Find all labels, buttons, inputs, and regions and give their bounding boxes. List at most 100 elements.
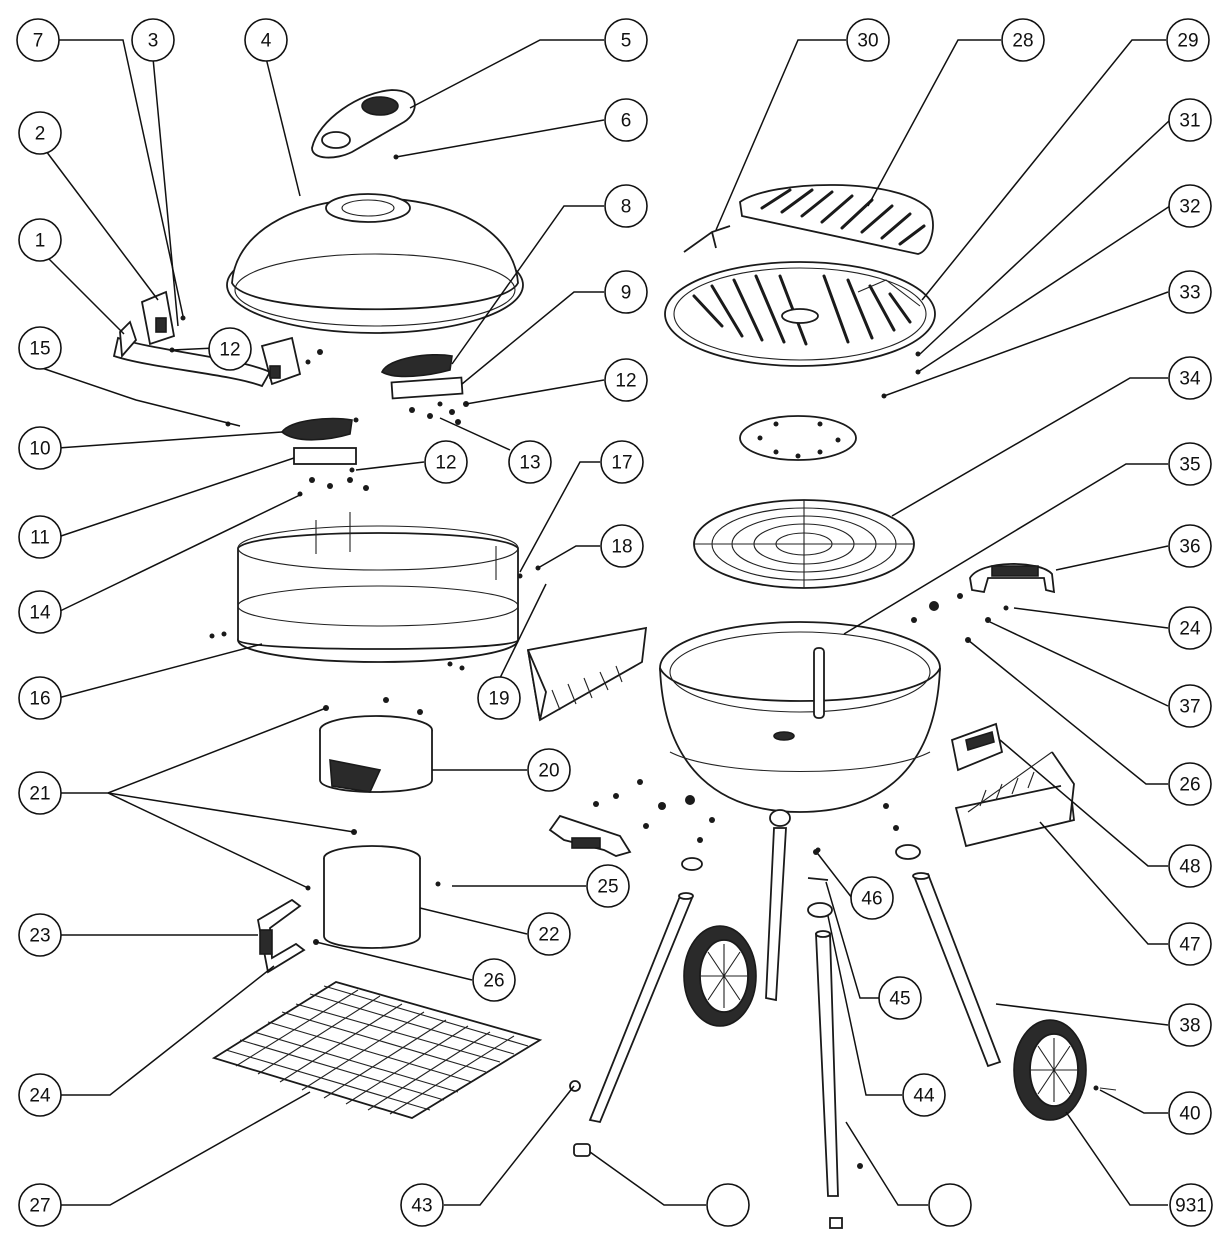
bottom-wire-rack [211, 981, 543, 1119]
callout-blank2 [928, 1183, 972, 1227]
callout-29: 29 [1166, 18, 1210, 62]
callout-label: 23 [29, 926, 50, 947]
callout-circle [18, 913, 62, 957]
callout-32: 32 [1168, 184, 1212, 228]
callout-circle [604, 270, 648, 314]
callout-label: 17 [611, 453, 632, 474]
callout-circle [600, 440, 644, 484]
callout-label: 35 [1179, 455, 1200, 476]
callout-1: 1 [18, 218, 62, 262]
callout-35: 35 [1168, 442, 1212, 486]
callout-11: 11 [18, 515, 62, 559]
ash-ring [319, 715, 433, 793]
callout-23: 23 [18, 913, 62, 957]
diffuser-plate [739, 415, 857, 461]
callout-circle [604, 358, 648, 402]
callout-label: 28 [1012, 31, 1033, 52]
callout-label: 19 [488, 689, 509, 710]
callout-label: 36 [1179, 537, 1200, 558]
callout-circle [1166, 18, 1210, 62]
callout-circle [18, 590, 62, 634]
callout-label: 31 [1179, 111, 1200, 132]
callout-label: 931 [1175, 1196, 1207, 1217]
callout-label: 48 [1179, 857, 1200, 878]
callout-circle [878, 976, 922, 1020]
callout-label: 15 [29, 339, 50, 360]
callout-circle [18, 676, 62, 720]
callout-circle [928, 1183, 972, 1227]
callout-28: 28 [1001, 18, 1045, 62]
lid-vent [311, 89, 416, 159]
callout-circle [586, 864, 630, 908]
callout-label: 1 [35, 231, 46, 252]
callout-circle [18, 426, 62, 470]
callout-label: 4 [261, 31, 272, 52]
bowl-handle-left [548, 814, 632, 857]
callout-7: 7 [16, 18, 60, 62]
callout-circle [1168, 1091, 1212, 1135]
callout-34: 34 [1168, 356, 1212, 400]
callout-2: 2 [18, 111, 62, 155]
callout-12a: 12 [208, 327, 252, 371]
callout-label: 9 [621, 283, 632, 304]
callout-circle [244, 18, 288, 62]
callout-label: 38 [1179, 1016, 1200, 1037]
charcoal-basket-left [526, 626, 648, 722]
ring [237, 512, 519, 663]
callout-circle [527, 748, 571, 792]
callout-circle [18, 1183, 62, 1227]
callout-circle [424, 440, 468, 484]
callout-label: 37 [1179, 697, 1200, 718]
wheel-right [1013, 1019, 1087, 1121]
callout-circle [1168, 606, 1212, 650]
callout-label: 27 [29, 1196, 50, 1217]
callout-12c: 12 [424, 440, 468, 484]
callout-37: 37 [1168, 684, 1212, 728]
callout-26b: 26 [1168, 762, 1212, 806]
callout-9: 9 [604, 270, 648, 314]
callout-label: 18 [611, 537, 632, 558]
callout-label: 47 [1179, 935, 1200, 956]
callout-47: 47 [1168, 922, 1212, 966]
callout-label: 24 [29, 1086, 51, 1107]
callout-label: 22 [538, 925, 559, 946]
callout-label: 32 [1179, 197, 1200, 218]
callout-circle [846, 18, 890, 62]
callout-label: 30 [857, 31, 878, 52]
callout-circle [208, 327, 252, 371]
leader-lines [35, 39, 1171, 1206]
callout-circle [1168, 270, 1212, 314]
callout-circle [1168, 98, 1212, 142]
callout-circle [131, 18, 175, 62]
callout-circle [1168, 184, 1212, 228]
callout-circle [1168, 1003, 1212, 1047]
hinge-brackets [280, 353, 464, 465]
callout-931: 931 [1169, 1183, 1213, 1227]
callout-33: 33 [1168, 270, 1212, 314]
callout-label: 12 [615, 371, 636, 392]
callout-label: 46 [861, 889, 882, 910]
callout-circle [18, 515, 62, 559]
callout-label: 6 [621, 111, 632, 132]
ash-can [323, 845, 421, 949]
small-screws [225, 401, 469, 497]
callout-label: 11 [30, 528, 50, 549]
callout-circle [16, 18, 60, 62]
callout-circle [600, 524, 644, 568]
callout-45: 45 [878, 976, 922, 1020]
wheel-left [683, 925, 757, 1027]
callout-label: 26 [483, 971, 504, 992]
callout-label: 44 [913, 1086, 935, 1107]
charcoal-basket-right [954, 751, 1075, 848]
callout-43: 43 [400, 1183, 444, 1227]
callout-circle [1168, 442, 1212, 486]
callout-circle [1169, 1183, 1213, 1227]
callout-31: 31 [1168, 98, 1212, 142]
cooking-grate [664, 261, 936, 367]
callout-circle [604, 98, 648, 142]
callout-circle [18, 111, 62, 155]
callout-circle [508, 440, 552, 484]
callout-6: 6 [604, 98, 648, 142]
callout-label: 12 [219, 340, 240, 361]
